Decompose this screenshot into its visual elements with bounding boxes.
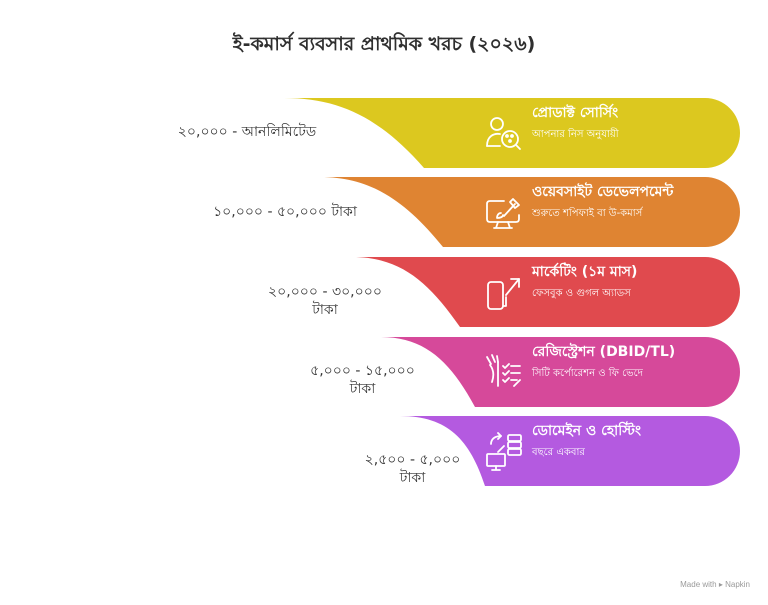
row-title: রেজিস্ট্রেশন (DBID/TL) bbox=[532, 344, 676, 360]
cost-marketing: ২০,০০০ - ৩০,০০০ টাকা bbox=[268, 284, 382, 318]
row-marketing: মার্কেটিং (১ম মাস) ফেসবুক ও গুগল অ্যাডস bbox=[532, 263, 637, 301]
row-subtitle: সিটি কর্পোরেশন ও ফি ভেদে bbox=[532, 368, 643, 379]
person-with-sourcing-icon bbox=[486, 117, 521, 150]
made-with-label: Made with bbox=[680, 580, 717, 589]
phone-with-growth-arrow-icon bbox=[487, 278, 520, 310]
band-registration bbox=[380, 337, 740, 407]
band-marketing bbox=[352, 257, 740, 327]
monitor-with-brush-icon bbox=[486, 198, 520, 229]
cost-product-sourcing: ২০,০০০ - আনলিমিটেড bbox=[177, 124, 317, 140]
row-subtitle: আপনার নিস অনুযায়ী bbox=[532, 129, 619, 140]
row-title: প্রোডাক্ট সোর্সিং bbox=[532, 105, 619, 121]
row-subtitle: শুরুতে শপিফাই বা উ-কমার্স bbox=[532, 208, 643, 219]
napkin-brand: Napkin bbox=[725, 580, 750, 589]
cost-registration: ৫,০০০ - ১৫,০০০ টাকা bbox=[310, 363, 415, 397]
row-website-development: ওয়েবসাইট ডেভেলপমেন্ট শুরুতে শপিফাই বা উ… bbox=[532, 183, 673, 221]
server-to-computer-icon bbox=[486, 432, 522, 471]
row-subtitle: বছরে একবার bbox=[532, 447, 585, 458]
napkin-watermark: Made with ▸ Napkin bbox=[680, 580, 750, 589]
row-domain-hosting: ডোমেইন ও হোস্টিং বছরে একবার bbox=[532, 422, 641, 460]
row-title: ওয়েবসাইট ডেভেলপমেন্ট bbox=[532, 184, 674, 200]
row-registration: রেজিস্ট্রেশন (DBID/TL) সিটি কর্পোরেশন ও … bbox=[532, 343, 675, 381]
cost-website-development: ১০,০০০ - ৫০,০০০ টাকা bbox=[213, 204, 357, 220]
row-title: ডোমেইন ও হোস্টিং bbox=[532, 423, 641, 439]
row-title: মার্কেটিং (১ম মাস) bbox=[532, 264, 638, 280]
band-product-sourcing bbox=[284, 98, 740, 168]
band-website-development bbox=[320, 177, 740, 247]
row-product-sourcing: প্রোডাক্ট সোর্সিং আপনার নিস অনুযায়ী bbox=[532, 104, 619, 142]
row-subtitle: ফেসবুক ও গুগল অ্যাডস bbox=[532, 288, 631, 299]
page-title: ই-কমার্স ব্যবসার প্রাথমিক খরচ (২০২৬) bbox=[232, 33, 536, 55]
hand-with-checklist-icon bbox=[486, 354, 521, 387]
napkin-logo-icon: ▸ bbox=[718, 580, 723, 589]
band-domain-hosting bbox=[400, 416, 740, 486]
cost-domain-hosting: ২,৫০০ - ৫,০০০ টাকা bbox=[364, 452, 461, 486]
